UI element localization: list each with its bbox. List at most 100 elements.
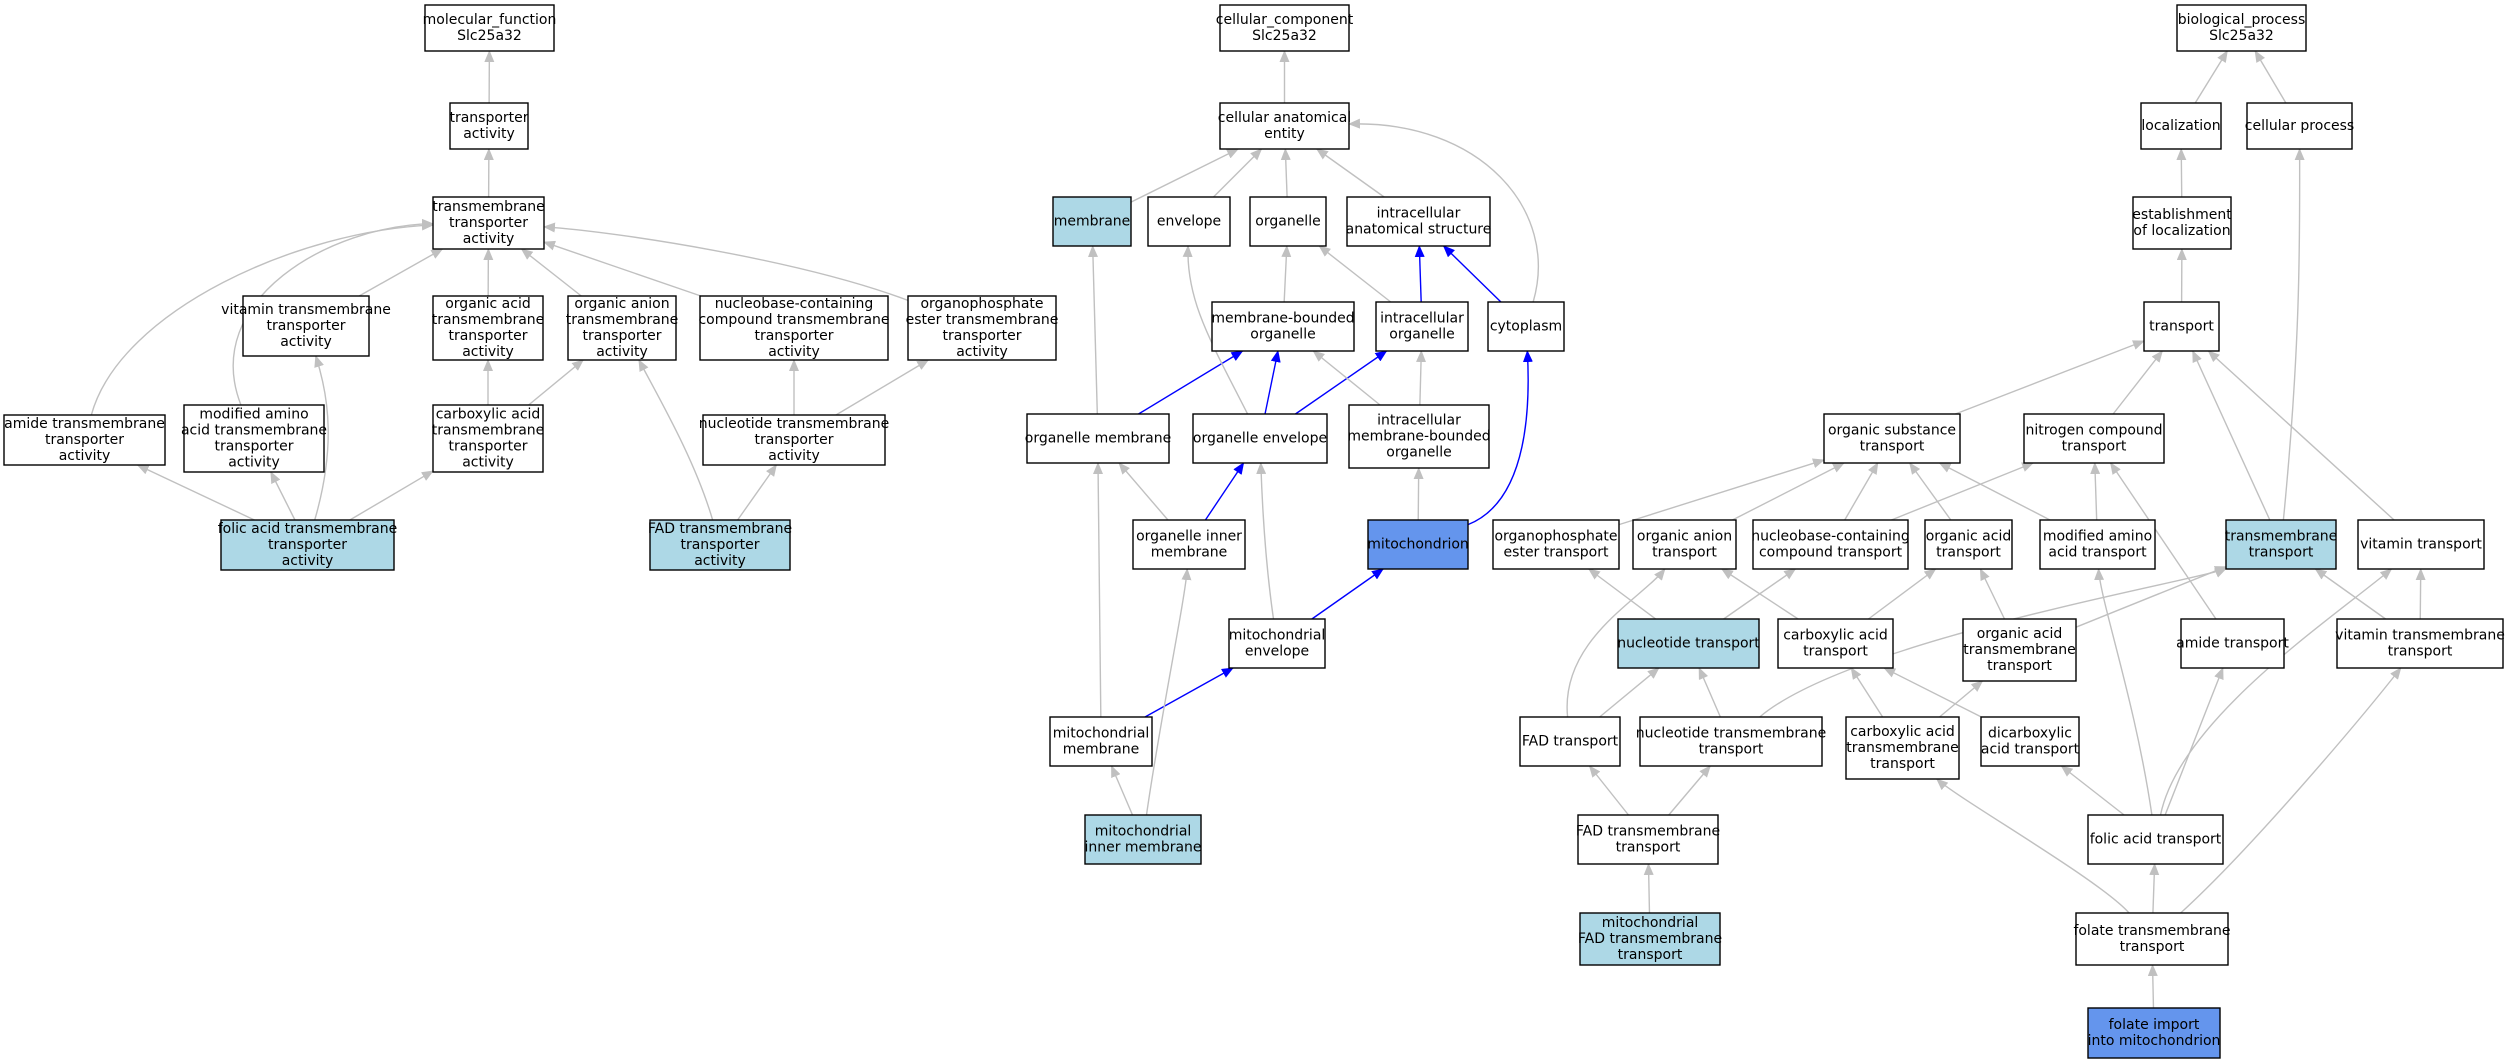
node-box[interactable] xyxy=(1367,519,1469,570)
node-om[interactable]: organelle membrane xyxy=(1025,413,1171,464)
node-box[interactable] xyxy=(220,519,395,571)
node-box[interactable] xyxy=(1639,716,1823,767)
node-fadt[interactable]: FAD transport xyxy=(1519,716,1621,767)
node-mito[interactable]: mitochondrion xyxy=(1367,519,1469,570)
node-box[interactable] xyxy=(1219,4,1350,52)
node-box[interactable] xyxy=(2180,618,2285,669)
node-box[interactable] xyxy=(567,295,677,361)
node-box[interactable] xyxy=(424,4,555,52)
node-box[interactable] xyxy=(1249,196,1327,247)
node-box[interactable] xyxy=(907,295,1057,361)
node-box[interactable] xyxy=(1632,519,1737,570)
node-box[interactable] xyxy=(1519,716,1621,767)
node-box[interactable] xyxy=(1192,413,1328,464)
node-box[interactable] xyxy=(2176,4,2307,52)
node-box[interactable] xyxy=(1617,618,1760,669)
node-box[interactable] xyxy=(3,414,166,466)
node-env[interactable]: envelope xyxy=(1147,196,1231,247)
node-box[interactable] xyxy=(432,295,544,361)
node-fat[interactable]: folic acid transport xyxy=(2087,814,2224,865)
node-vt[interactable]: vitamin transport xyxy=(2357,519,2485,570)
node-oantta[interactable]: organic aniontransmembranetransporteract… xyxy=(566,295,679,361)
node-amt[interactable]: amide transport xyxy=(2176,618,2289,669)
node-box[interactable] xyxy=(1577,814,1719,865)
node-box[interactable] xyxy=(432,196,545,250)
node-cp[interactable]: cellular process xyxy=(2245,102,2354,150)
node-box[interactable] xyxy=(1823,413,1961,464)
node-box[interactable] xyxy=(1487,301,1565,352)
node-box[interactable] xyxy=(2075,912,2229,966)
node-box[interactable] xyxy=(2143,301,2220,352)
node-box[interactable] xyxy=(1132,519,1246,570)
node-box[interactable] xyxy=(2225,519,2337,570)
node-box[interactable] xyxy=(1348,404,1490,469)
node-org[interactable]: organelle xyxy=(1249,196,1327,247)
node-box[interactable] xyxy=(699,295,889,361)
node-box[interactable] xyxy=(1084,814,1202,865)
node-box[interactable] xyxy=(2132,196,2232,250)
node-loc[interactable]: localization xyxy=(2140,102,2222,150)
node-box[interactable] xyxy=(242,295,370,357)
node-ntt[interactable]: nucleotide transport xyxy=(1617,618,1760,669)
node-oe[interactable]: organelle envelope xyxy=(1192,413,1328,464)
node-box[interactable] xyxy=(449,102,529,150)
node-box[interactable] xyxy=(1845,716,1960,780)
node-box[interactable] xyxy=(1924,519,2013,570)
node-box[interactable] xyxy=(2039,519,2156,570)
node-box[interactable] xyxy=(1228,618,1326,669)
node-box[interactable] xyxy=(1752,519,1909,570)
node-box[interactable] xyxy=(1980,716,2080,767)
node-box[interactable] xyxy=(1579,912,1721,966)
node-tr[interactable]: transport xyxy=(2143,301,2220,352)
node-box[interactable] xyxy=(1052,196,1132,247)
node-fata[interactable]: folic acid transmembranetransporteractiv… xyxy=(218,519,398,571)
node-box[interactable] xyxy=(2087,814,2224,865)
node-box[interactable] xyxy=(1375,301,1469,352)
node-box[interactable] xyxy=(432,404,544,473)
node-box[interactable] xyxy=(702,414,886,466)
node-box[interactable] xyxy=(2140,102,2222,150)
node-box[interactable] xyxy=(1777,618,1894,669)
node-box[interactable] xyxy=(1962,618,2077,682)
node-box[interactable] xyxy=(1211,301,1355,352)
node-ntta[interactable]: nucleotide transmembranetransporteractiv… xyxy=(699,414,889,466)
node-box[interactable] xyxy=(2357,519,2485,570)
node-box[interactable] xyxy=(2336,618,2504,669)
node-box[interactable] xyxy=(1219,102,1350,150)
node-box[interactable] xyxy=(183,404,325,473)
node-cata[interactable]: carboxylic acidtransmembranetransportera… xyxy=(432,404,545,473)
